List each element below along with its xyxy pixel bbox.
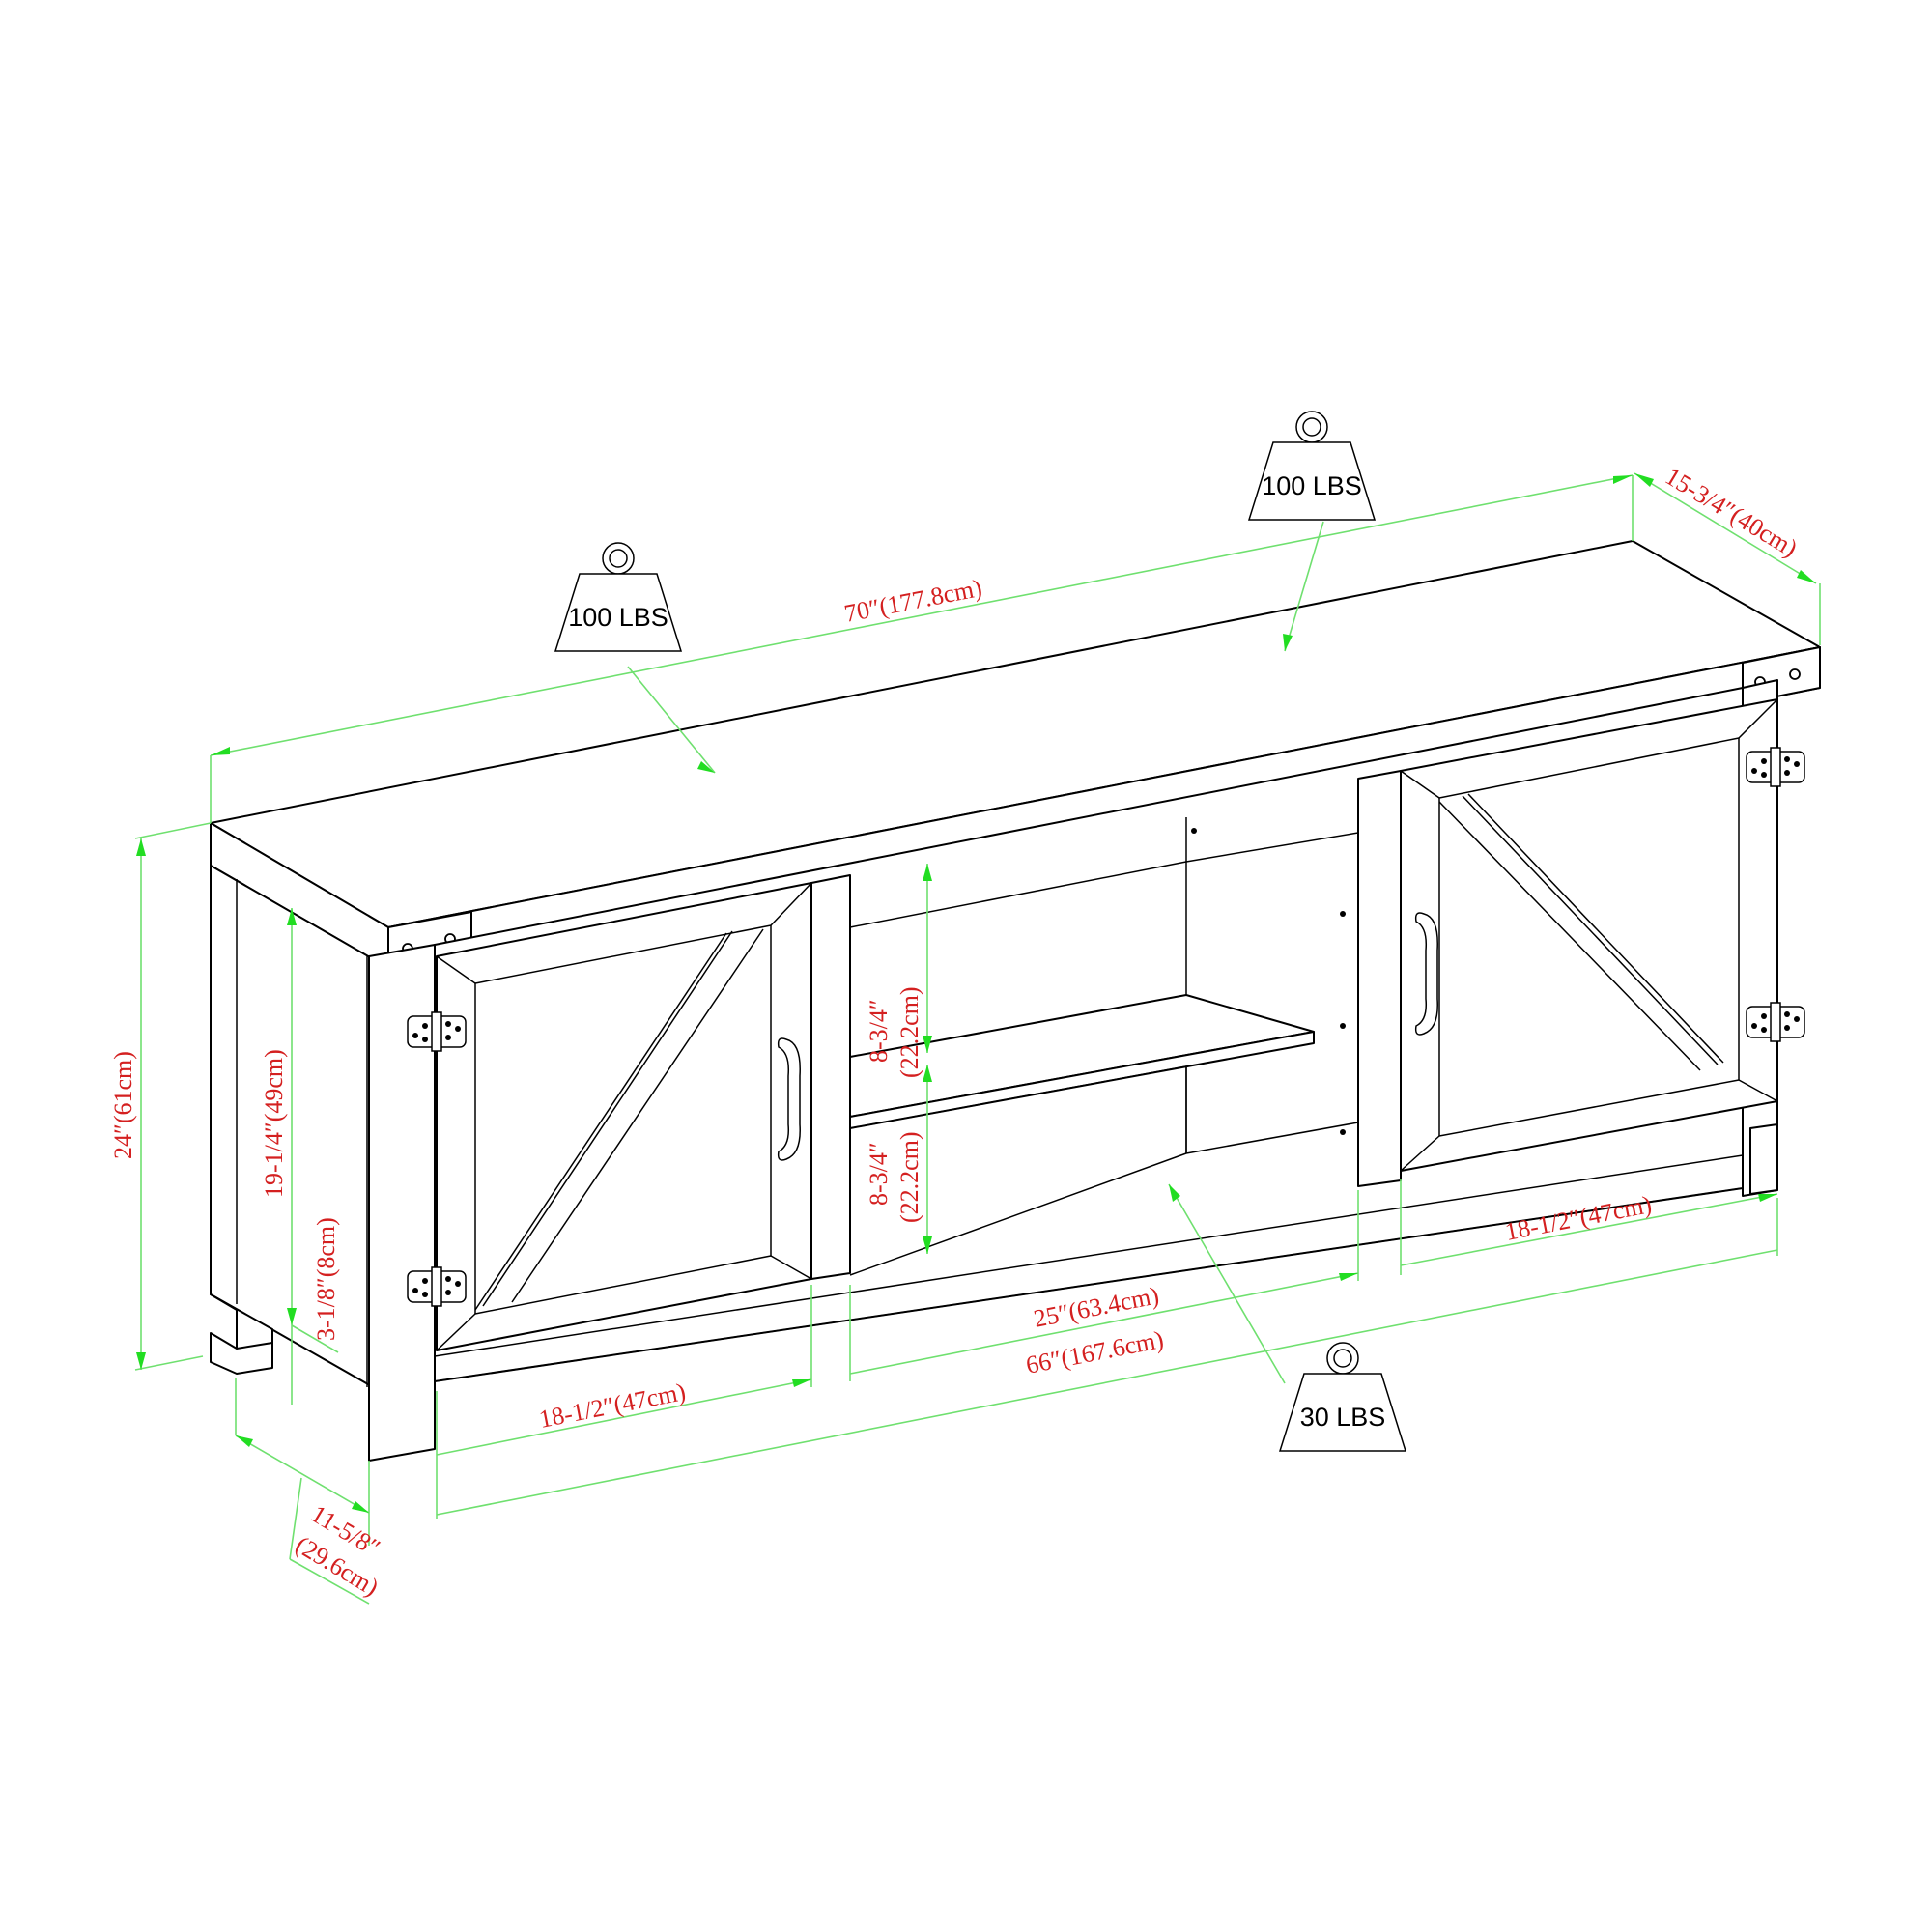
door-handle-icon[interactable] (777, 1037, 801, 1161)
left-front-leg (368, 944, 436, 1462)
left-door[interactable] (436, 882, 812, 1351)
weight-icon: 30 LBS (1279, 1342, 1406, 1452)
label-upper-shelf-height-line2: (22.2cm) (895, 986, 923, 1078)
right-back-leg (1749, 1123, 1778, 1195)
label-upper-shelf-height-line1: 8-3/4″ (865, 999, 893, 1063)
label-interior-height: 19-1/4″(49cm) (260, 1049, 288, 1198)
door-handle-icon[interactable] (1414, 912, 1438, 1036)
svg-text:100 LBS: 100 LBS (1262, 471, 1362, 500)
label-left-door-width: 18-1/2″(47cm) (537, 1378, 689, 1434)
label-overall-width: 70″(177.8cm) (842, 574, 984, 628)
label-leg-clearance: 3-1/8″(8cm) (312, 1217, 340, 1341)
center-divider-left (810, 874, 851, 1280)
weight-icon: 100 LBS (554, 542, 682, 652)
label-interior-width: 66″(167.6cm) (1024, 1325, 1166, 1379)
hinge-icon (407, 1011, 467, 1052)
hinge-icon (407, 1266, 467, 1307)
open-shelf-compartment (849, 817, 1359, 1276)
label-overall-depth: 15-3/4″(40cm) (1661, 462, 1803, 562)
center-divider-right (1357, 770, 1402, 1187)
svg-text:100 LBS: 100 LBS (568, 603, 668, 632)
label-overall-height: 24″(61cm) (109, 1051, 137, 1159)
label-lower-shelf-height-line2: (22.2cm) (895, 1131, 923, 1223)
label-lower-shelf-height-line1: 8-3/4″ (865, 1142, 893, 1206)
right-door[interactable] (1400, 698, 1778, 1172)
dimension-lines (134, 472, 1821, 1605)
hinge-icon (1746, 1002, 1805, 1042)
svg-text:30 LBS: 30 LBS (1300, 1403, 1386, 1432)
tv-stand-body (210, 540, 1821, 1462)
hinge-icon (1746, 747, 1805, 787)
weight-icon: 100 LBS (1248, 411, 1376, 521)
